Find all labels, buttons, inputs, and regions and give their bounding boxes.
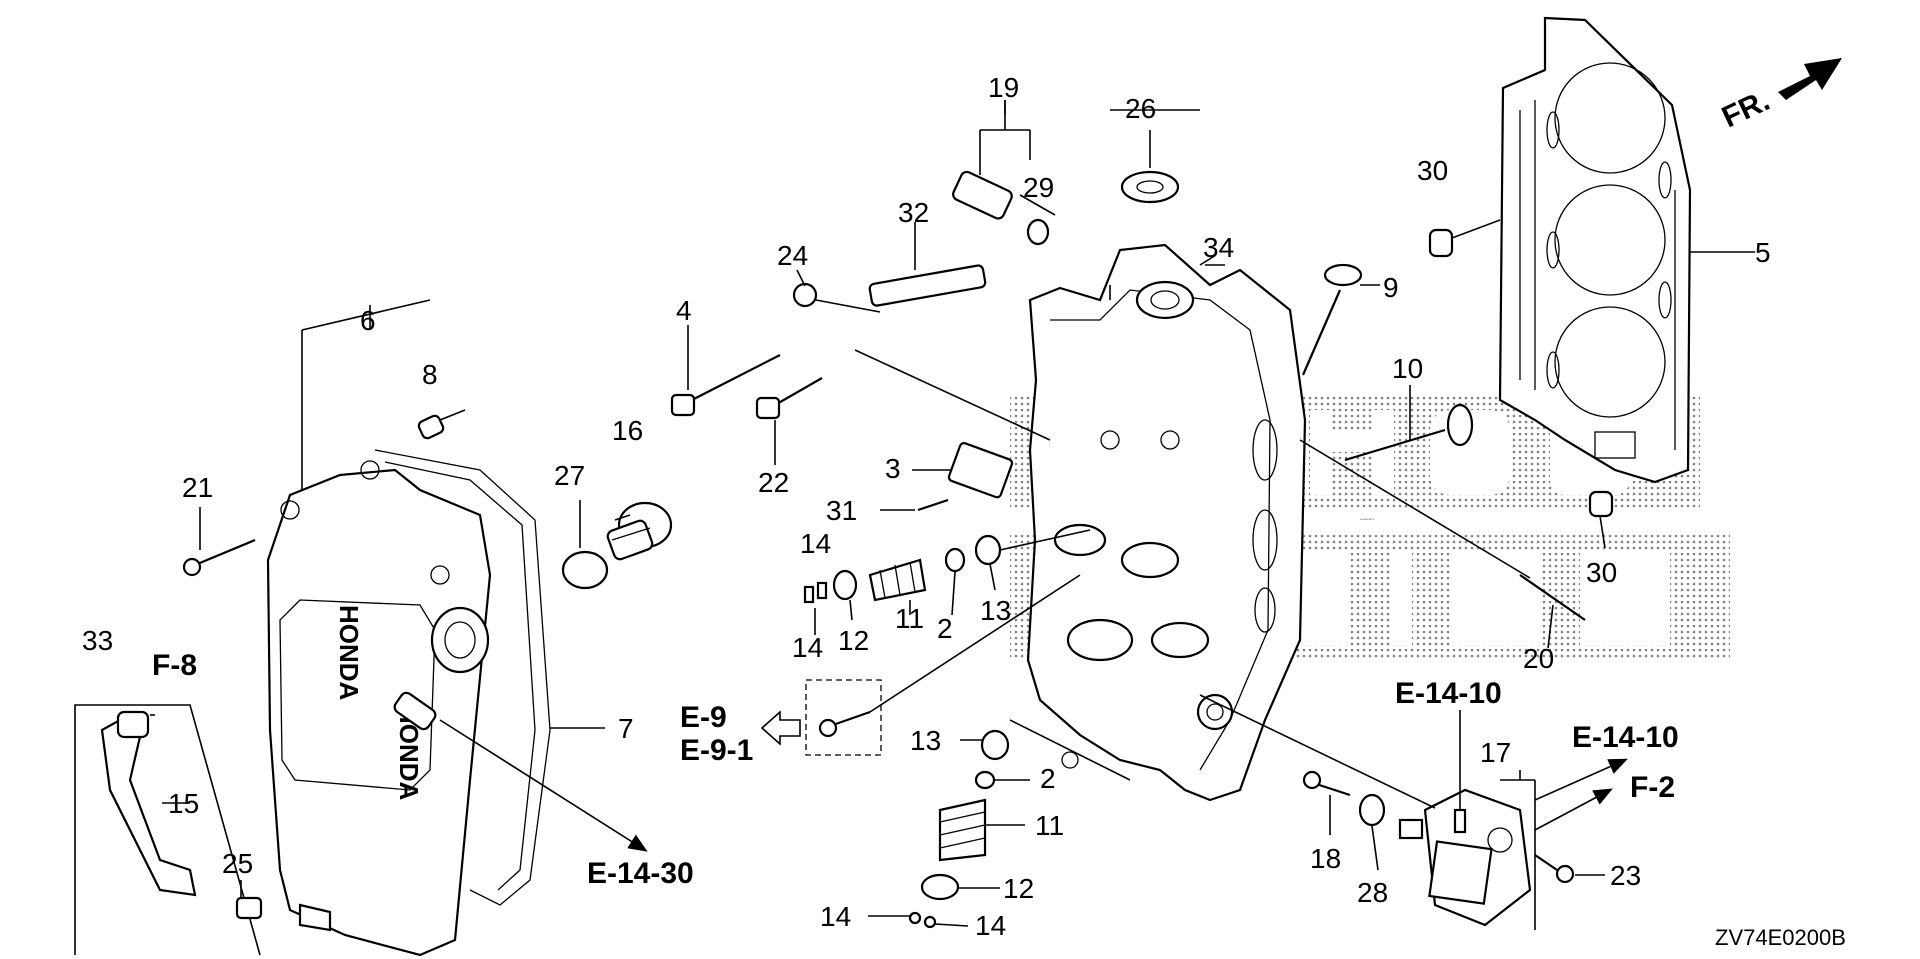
o-ring-27 bbox=[561, 550, 609, 590]
bolt-18 bbox=[1302, 770, 1351, 835]
callout-12a: 12 bbox=[838, 625, 869, 656]
bolt-22 bbox=[755, 377, 823, 465]
callout-22: 22 bbox=[758, 467, 789, 498]
oil-filler-cap bbox=[606, 501, 673, 561]
front-arrow: FR. bbox=[1717, 58, 1842, 134]
callout-21: 21 bbox=[182, 472, 213, 503]
callout-2a: 2 bbox=[937, 613, 953, 644]
callout-15: 15 bbox=[168, 788, 199, 819]
valve-spring-set-lower bbox=[868, 719, 1131, 929]
ref-e14-10-b: E-14-10 bbox=[1572, 721, 1679, 754]
callout-23: 23 bbox=[1610, 860, 1641, 891]
oil-seal bbox=[1120, 130, 1180, 204]
callout-11b: 11 bbox=[1035, 810, 1064, 841]
washer-24 bbox=[792, 269, 1051, 441]
bolt-4 bbox=[670, 325, 781, 417]
gasket-28 bbox=[1358, 793, 1386, 871]
callout-13b: 13 bbox=[910, 725, 941, 756]
ref-e14-30: E-14-30 bbox=[587, 857, 694, 890]
callout-numbers: 2 2 3 4 5 6 7 8 9 10 11 11 12 12 13 13 1… bbox=[82, 72, 1771, 941]
callout-8: 8 bbox=[422, 359, 438, 390]
callout-2b: 2 bbox=[1040, 763, 1056, 794]
dowel-pin-upper bbox=[1428, 219, 1501, 258]
ref-f2: F-2 bbox=[1630, 771, 1675, 804]
callout-30b: 30 bbox=[1586, 557, 1617, 588]
callout-5: 5 bbox=[1755, 237, 1771, 268]
bolt-21 bbox=[182, 507, 256, 577]
cover-plate bbox=[912, 441, 1014, 499]
front-mark: FR. bbox=[1717, 84, 1775, 134]
callout-29: 29 bbox=[1023, 172, 1054, 203]
callout-33: 33 bbox=[82, 625, 113, 656]
bolt-23 bbox=[1534, 854, 1605, 884]
callout-20: 20 bbox=[1523, 643, 1554, 674]
cylinder-head bbox=[1026, 243, 1307, 802]
exhaust-valve bbox=[1301, 263, 1380, 376]
spark-plug bbox=[868, 222, 987, 307]
callout-3: 3 bbox=[885, 453, 901, 484]
cylinder-head-cover: HONDA HONDA bbox=[266, 449, 551, 957]
svg-text:HONDA: HONDA bbox=[334, 605, 364, 701]
bolt-31 bbox=[880, 498, 949, 512]
ref-f8: F-8 bbox=[152, 649, 197, 682]
head-gasket bbox=[1498, 16, 1692, 484]
callout-16: 16 bbox=[612, 415, 643, 446]
watermark-text: HONDA PARTS bbox=[1360, 518, 1375, 521]
callout-13a: 13 bbox=[980, 595, 1011, 626]
callout-14b: 14 bbox=[792, 632, 823, 663]
callout-17: 17 bbox=[1480, 737, 1511, 768]
dowel-pin-lower bbox=[1588, 490, 1614, 549]
callout-11a: 11 bbox=[895, 603, 924, 634]
bolt-e9-reference bbox=[760, 574, 1081, 756]
stud-20 bbox=[1299, 439, 1586, 649]
callout-24: 24 bbox=[777, 240, 808, 271]
ref-e9-1: E-9-1 bbox=[680, 734, 753, 767]
callout-9: 9 bbox=[1383, 272, 1399, 303]
callout-7: 7 bbox=[618, 713, 634, 744]
callout-14c: 14 bbox=[820, 901, 851, 932]
callout-31: 31 bbox=[826, 495, 857, 526]
callout-32: 32 bbox=[898, 197, 929, 228]
callout-26: 26 bbox=[1125, 93, 1156, 124]
callout-10: 10 bbox=[1392, 353, 1423, 384]
breather-tube-assembly bbox=[74, 704, 263, 956]
callout-12b: 12 bbox=[1003, 873, 1034, 904]
callout-28: 28 bbox=[1357, 877, 1388, 908]
callout-30a: 30 bbox=[1417, 155, 1448, 186]
callout-18: 18 bbox=[1310, 843, 1341, 874]
callout-19: 19 bbox=[988, 72, 1019, 103]
callout-27: 27 bbox=[554, 460, 585, 491]
intake-valve bbox=[1344, 385, 1474, 462]
callout-14d: 14 bbox=[975, 910, 1006, 941]
valve-spring-set-upper bbox=[803, 529, 1091, 635]
callout-25: 25 bbox=[222, 848, 253, 879]
ref-e14-10-a: E-14-10 bbox=[1395, 677, 1502, 710]
page-references: F-8 E-9 E-9-1 E-14-30 E-14-10 E-14-10 F-… bbox=[152, 649, 1679, 890]
callout-6: 6 bbox=[360, 305, 376, 336]
callout-34: 34 bbox=[1203, 232, 1234, 263]
ref-e9: E-9 bbox=[680, 701, 727, 734]
dowel-8 bbox=[417, 409, 466, 440]
fuel-pump bbox=[1398, 730, 1536, 930]
callout-14a: 14 bbox=[800, 528, 831, 559]
callout-4: 4 bbox=[676, 295, 692, 326]
figure-code: ZV74E0200B bbox=[1715, 925, 1846, 950]
